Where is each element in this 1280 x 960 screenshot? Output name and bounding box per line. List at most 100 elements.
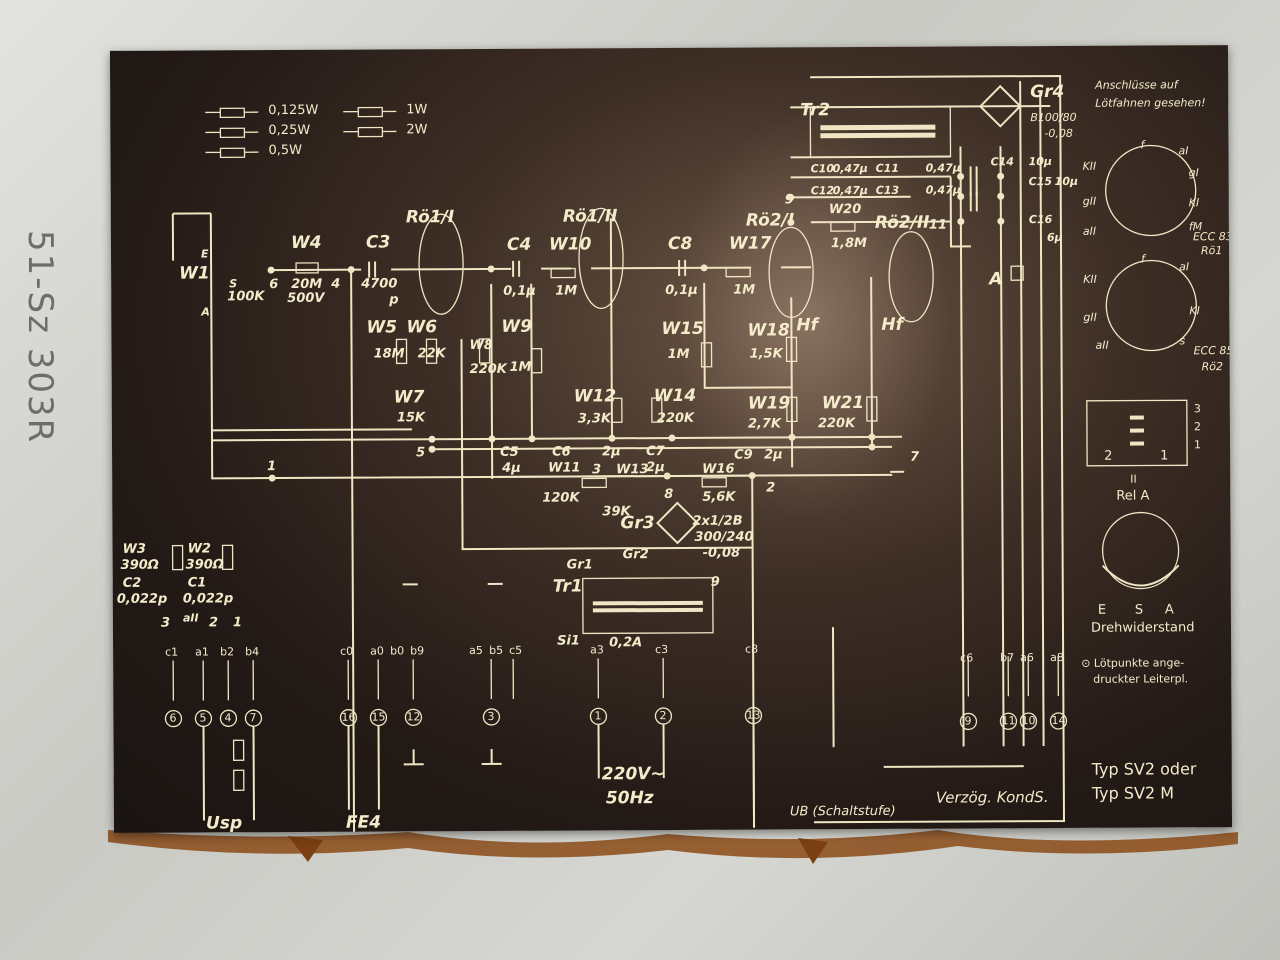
node-9b: 9	[710, 574, 720, 590]
label-w4-value1: 20M	[291, 276, 323, 292]
connector-note-line2: Lötfahnen gesehen!	[1095, 96, 1206, 110]
label-gr4-value2: -0,08	[1044, 126, 1073, 141]
label-gr3-value1: 2x1/2B	[692, 513, 743, 529]
terminal-c8: c8	[745, 642, 759, 656]
rheostat-pin-a: A	[1164, 602, 1174, 618]
label-w17: W17	[728, 233, 772, 254]
label-w11-value: 120K	[542, 490, 580, 506]
label-c3-p: p	[389, 292, 399, 308]
pin-s: s	[1179, 334, 1186, 348]
label-gr4-value1: B100/80	[1030, 110, 1077, 125]
pad-16: 16	[341, 710, 356, 724]
pad-15: 15	[371, 710, 386, 724]
pad-5: 5	[199, 711, 207, 725]
label-ro1-ii: Rö1/II	[562, 206, 618, 227]
label-c1: C1	[187, 575, 207, 591]
label-c9-value: 2µ	[764, 447, 783, 463]
terminal-b0: b0	[390, 644, 405, 658]
pad-14: 14	[1051, 713, 1066, 728]
label-c6-value: 2µ	[602, 444, 621, 460]
pin-f-1: f	[1140, 138, 1145, 152]
tube-ro1: Rö1	[1200, 244, 1223, 258]
label-w2: W2	[187, 541, 211, 557]
pad-9: 9	[964, 714, 972, 728]
label-w12-value: 3,3K	[577, 411, 612, 427]
pad-13: 13	[746, 708, 761, 722]
label-w6-value: 22K	[417, 346, 446, 362]
terminal-b4: b4	[245, 645, 260, 659]
label-gr3-value3: -0,08	[702, 545, 741, 561]
legend-025w: 0,25W	[268, 122, 311, 139]
label-w20-value: 1,8M	[830, 235, 867, 252]
label-w11: W11	[548, 460, 581, 476]
label-c16: C16	[1028, 213, 1053, 227]
pin-aii-2: aII	[1095, 338, 1109, 352]
model-line1: Typ SV2 oder	[1091, 759, 1197, 779]
terminal-a3: a3	[590, 643, 604, 657]
label-c12: C12	[810, 184, 835, 198]
pad-11: 11	[1001, 714, 1016, 728]
label-c9: C9	[734, 447, 753, 463]
pin-gii-2: gII	[1083, 310, 1097, 324]
label-hf2: Hf	[881, 314, 904, 335]
legend-0125w: 0,125W	[268, 102, 319, 119]
relay-pin-2: 2	[1193, 420, 1201, 434]
relay-pin-1: 1	[1194, 438, 1202, 452]
label-c2: C2	[122, 575, 142, 591]
label-ro1-i: Rö1/I	[405, 207, 455, 228]
label-c4-value: 0,1µ	[503, 283, 536, 299]
label-w1: W1	[179, 263, 210, 284]
pad-4: 4	[224, 711, 232, 725]
label-ro2-i: Rö2/I	[745, 210, 795, 231]
label-c13-value: 0,47µ	[925, 183, 961, 197]
label-c3-value: 4700	[361, 276, 398, 292]
label-w18: W18	[747, 320, 790, 341]
connector-note-line1: Anschlüsse auf	[1095, 78, 1178, 92]
label-c4: C4	[506, 234, 532, 255]
pad-1: 1	[594, 709, 602, 723]
label-w12: W12	[573, 386, 617, 407]
solder-note-line1: ⊙ Lötpunkte ange-	[1081, 656, 1185, 670]
terminal-b7: b7	[1000, 651, 1015, 665]
label-w16-value: 5,6K	[702, 489, 736, 505]
terminal-c1: c1	[165, 645, 179, 659]
label-w19: W19	[747, 393, 791, 414]
label-c5-value: 4µ	[502, 460, 521, 476]
pin-aii-1: aII	[1082, 224, 1097, 238]
node-3b: 3	[160, 615, 171, 631]
relay-terminal-1: 1	[1160, 448, 1169, 464]
node-7: 7	[910, 449, 920, 465]
terminal-a0: a0	[370, 644, 384, 658]
solder-note-line2: druckter Leiterpl.	[1093, 672, 1189, 686]
pad-7: 7	[249, 711, 257, 725]
delay-cap-label: Verzög. KondS.	[935, 788, 1049, 807]
label-c3: C3	[365, 232, 391, 253]
label-gr3: Gr3	[620, 513, 655, 534]
node-9: 9	[784, 192, 794, 208]
terminal-c3: c3	[655, 643, 669, 657]
label-w21: W21	[821, 392, 865, 414]
label-w1-s: S	[229, 277, 238, 291]
tube-ro2: Rö2	[1201, 360, 1224, 374]
terminal-b5: b5	[489, 643, 504, 657]
label-w15: W15	[661, 318, 704, 340]
usp-label: Usp	[205, 813, 243, 833]
label-c1-value: 0,022p	[182, 591, 234, 607]
legend-1w: 1W	[406, 102, 428, 118]
node-6: 6	[269, 277, 279, 293]
relay-name: Rel A	[1116, 488, 1150, 504]
label-ro2-ii: Rö2/II	[874, 212, 930, 233]
label-c14: C14	[990, 155, 1014, 169]
relay-ii-label: II	[1130, 472, 1137, 486]
pin-gii-1: gII	[1082, 194, 1097, 208]
pad-2: 2	[659, 709, 667, 723]
label-w4-value2: 500V	[287, 290, 325, 307]
pin-f-2: f	[1141, 252, 1145, 266]
pad-3: 3	[487, 709, 495, 723]
label-si1: Si1	[557, 633, 580, 649]
label-w17-value: 1M	[733, 282, 756, 298]
label-w13: W13	[616, 462, 649, 478]
label-c13: C13	[875, 183, 900, 197]
relay-terminal-2: 2	[1104, 448, 1113, 464]
schematic-lines	[164, 74, 1197, 833]
